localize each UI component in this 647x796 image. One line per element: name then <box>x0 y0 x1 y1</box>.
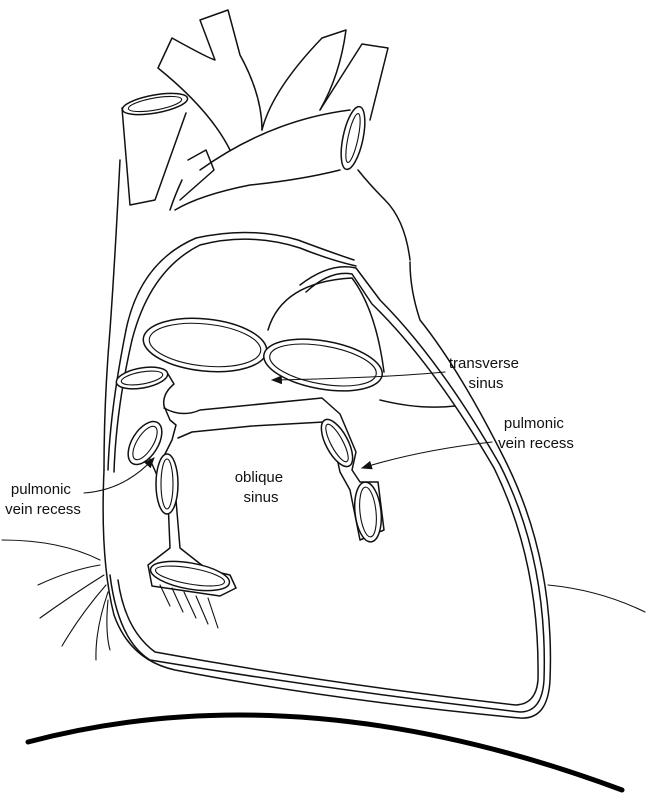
transverse-sinus-vessel-sections <box>142 317 383 392</box>
label-transverse-sinus: transverse sinus <box>449 355 523 392</box>
label-oblique-line2: sinus <box>243 489 278 506</box>
pericardial-reflection <box>109 266 546 713</box>
heart-outline <box>102 261 552 719</box>
label-oblique-sinus: oblique sinus <box>235 469 288 506</box>
pulmonic-vein-recess-right-arrow <box>360 441 493 470</box>
great-vessels <box>103 9 411 471</box>
label-transverse-line2: sinus <box>468 375 503 392</box>
label-pulmonic-left-line2: vein recess <box>5 501 81 518</box>
lung-line-left <box>1 539 101 561</box>
label-oblique-line1: oblique <box>235 469 283 486</box>
transverse-sinus-arrow <box>270 371 446 385</box>
hatching-lower <box>159 584 219 629</box>
label-pulmonic-right-line1: pulmonic <box>504 415 565 432</box>
diaphragm-line <box>25 712 625 793</box>
label-pulmonic-vein-recess-right: pulmonic vein recess <box>498 415 574 452</box>
label-pulmonic-right-line2: vein recess <box>498 435 574 452</box>
label-pulmonic-left-line1: pulmonic <box>11 481 72 498</box>
pulmonary-vessel-lines-left <box>37 564 111 661</box>
pulmonic-vein-recess-left-arrow <box>83 457 155 494</box>
label-transverse-line1: transverse <box>449 355 519 372</box>
pulmonary-vein-sections <box>115 366 383 592</box>
lung-line-right <box>547 584 646 613</box>
label-pulmonic-vein-recess-left: pulmonic vein recess <box>5 481 81 518</box>
